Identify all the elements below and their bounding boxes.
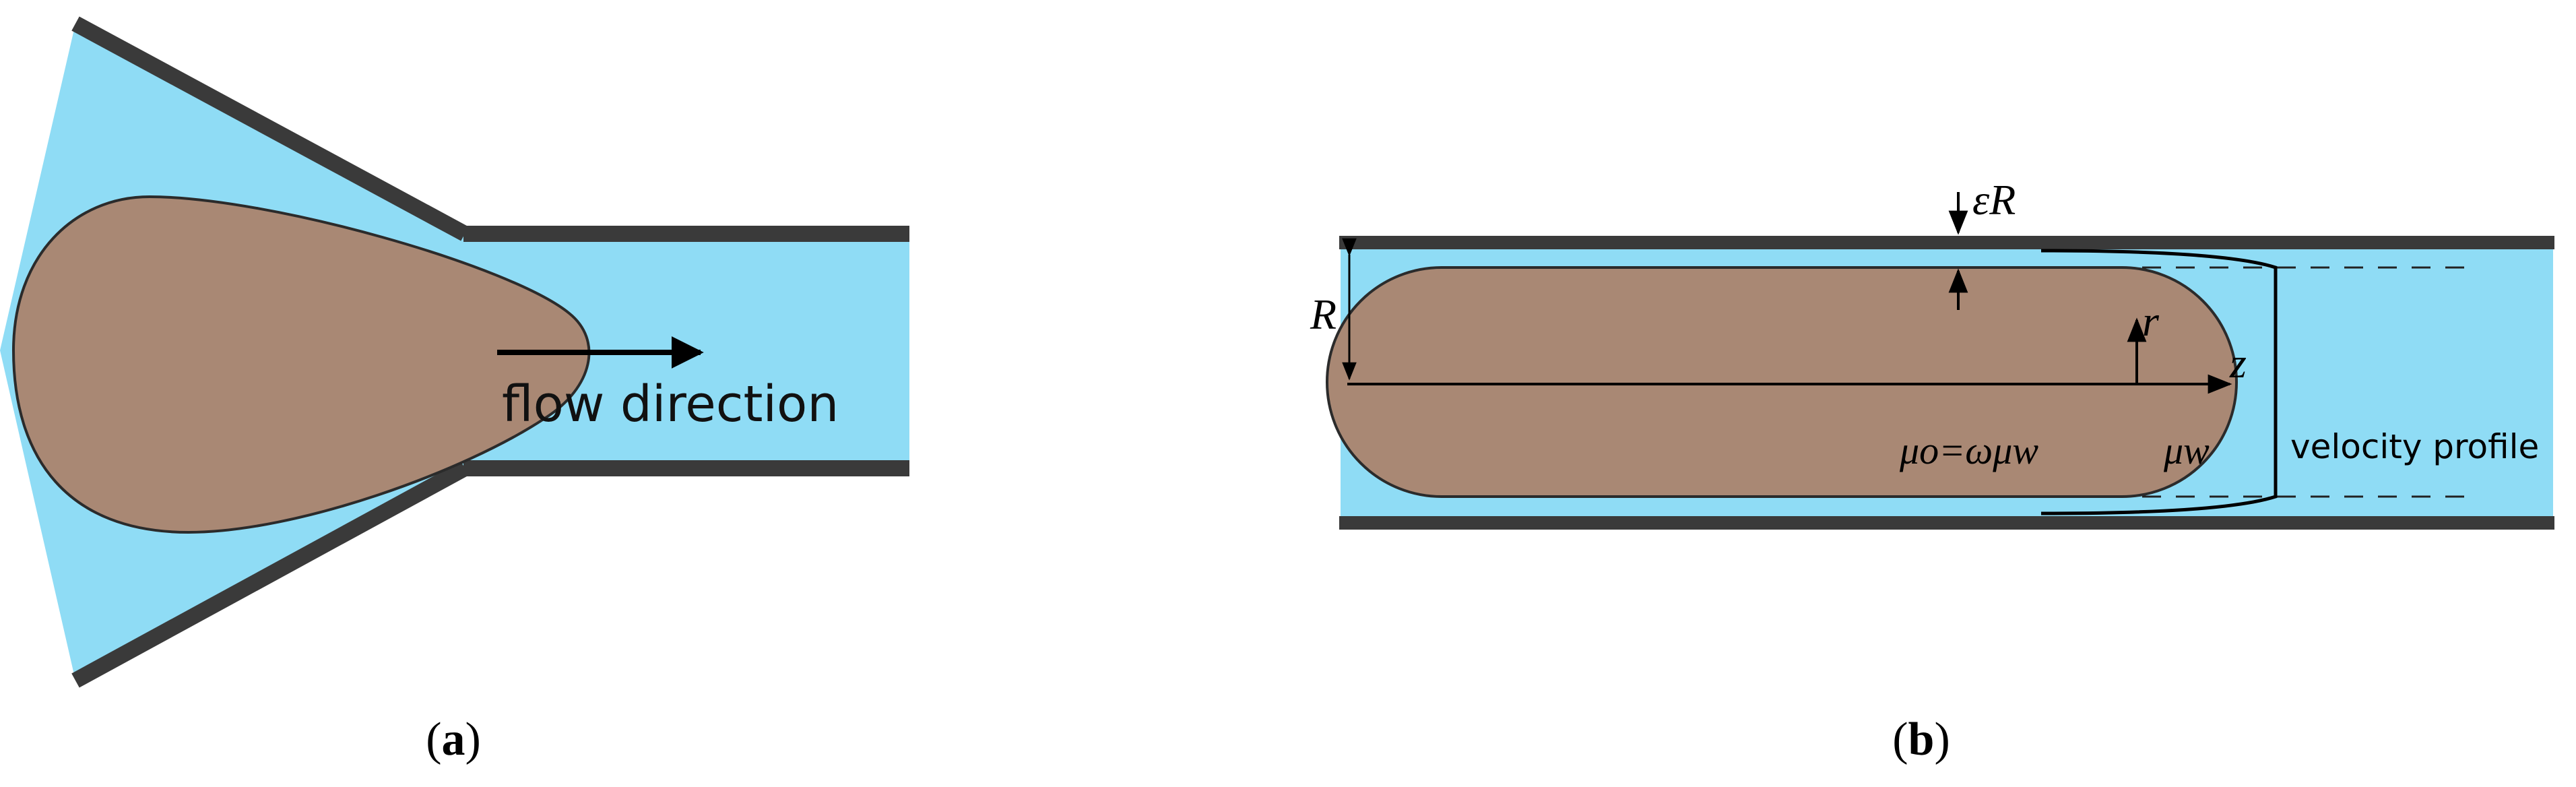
velocity-profile-curve	[2040, 249, 2278, 515]
flow-direction-label: flow direction	[502, 375, 839, 433]
tube-lower-wall	[1339, 516, 2554, 530]
panel-b-caption: (b)	[1892, 714, 1950, 765]
panel-a-caption: (a)	[426, 714, 481, 765]
z-axis-label: z	[2229, 339, 2247, 387]
oil-droplet-b	[1326, 266, 2238, 498]
oil-viscosity-label: μo=ωμw	[1899, 429, 2038, 472]
funnel-upper-wall	[71, 16, 469, 241]
radius-label: R	[1310, 290, 1337, 338]
funnel-lower-wall	[71, 461, 469, 688]
oil-droplet-a	[11, 195, 591, 534]
tube-upper-wall	[1339, 236, 2554, 249]
funnel-walls	[71, 16, 909, 688]
panel-a: flow direction (a)	[0, 16, 909, 765]
water-viscosity-label: μw	[2163, 429, 2210, 472]
r-axis-label: r	[2142, 297, 2160, 345]
velocity-profile-label: velocity profile	[2290, 427, 2539, 466]
panel-b: z r R εR μo=ωμw μw velocity profile (b)	[1310, 176, 2554, 765]
film-thickness-label: εR	[1972, 176, 2016, 224]
